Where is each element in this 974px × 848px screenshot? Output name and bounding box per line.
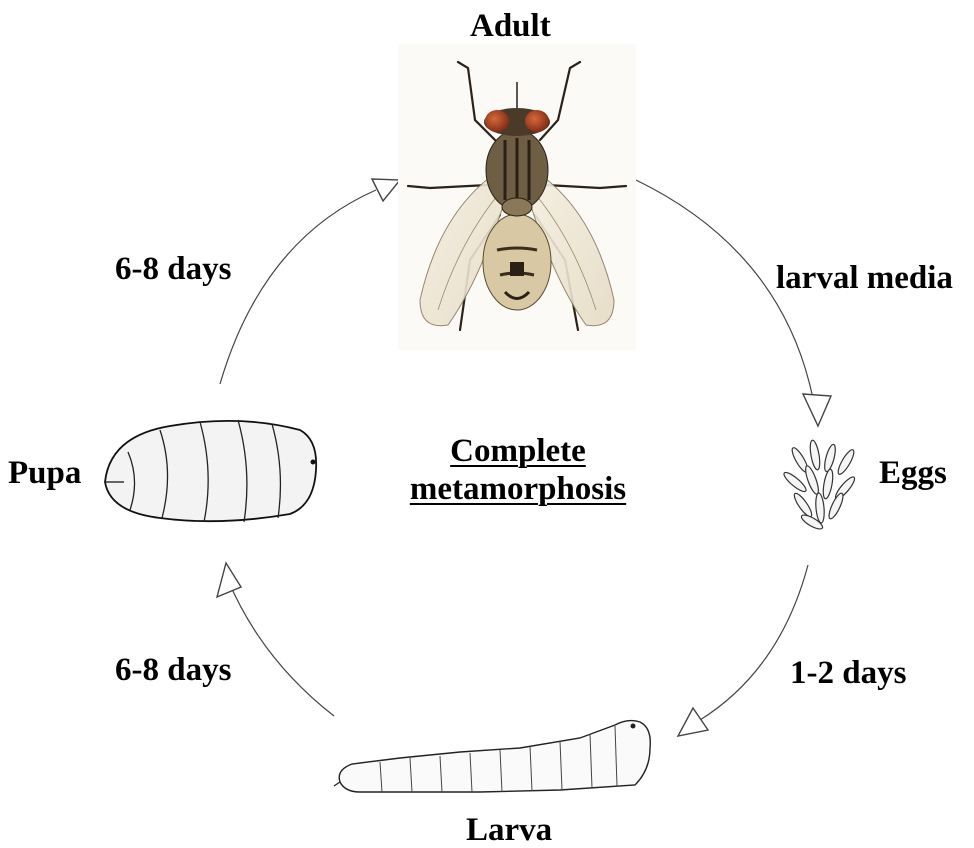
arrow-larva-to-pupa (228, 580, 334, 716)
center-title-line1: Complete (450, 432, 586, 470)
transition-label-eggs-to-larva: 1-2 days (790, 657, 906, 690)
arrowhead-larva (678, 708, 708, 736)
pupa-image (105, 420, 316, 522)
stage-label-eggs: Eggs (879, 457, 947, 490)
stage-label-larva: Larva (466, 814, 552, 847)
arrowhead-pupa (217, 563, 241, 597)
stage-label-adult: Adult (470, 10, 551, 43)
adult-fly-image (398, 44, 636, 350)
center-title: Complete metamorphosis (398, 432, 638, 508)
larva-image (334, 721, 650, 792)
stage-label-pupa: Pupa (8, 457, 81, 490)
center-title-line2: metamorphosis (410, 470, 626, 508)
transition-label-adult-to-eggs: larval media (776, 262, 953, 295)
eggs-image (782, 440, 857, 532)
transition-label-larva-to-pupa: 6-8 days (115, 654, 231, 687)
transition-label-pupa-to-adult: 6-8 days (115, 253, 231, 286)
arrowhead-eggs (803, 394, 831, 426)
arrow-eggs-to-larva (700, 565, 808, 720)
arrow-pupa-to-adult (220, 190, 376, 384)
arrowhead-adult (372, 179, 400, 201)
